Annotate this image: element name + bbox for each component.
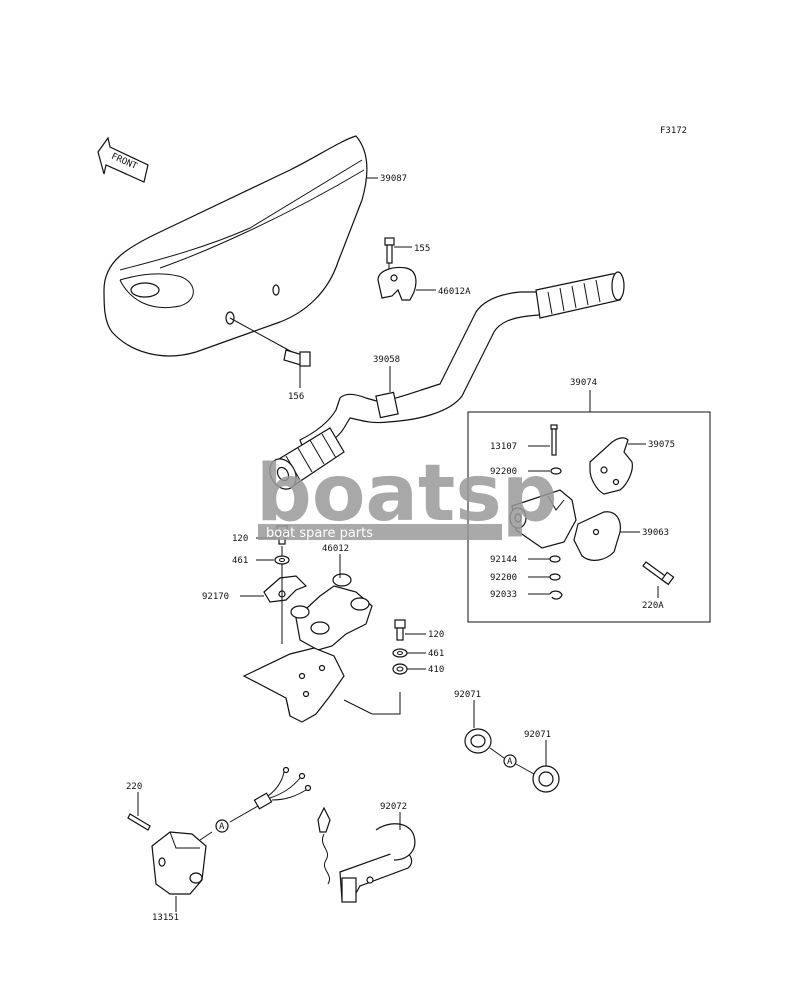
callout-46012: 46012 (322, 544, 349, 554)
diagram-code: F3172 (660, 126, 687, 136)
clip-92033 (549, 590, 563, 600)
ref-a-right: A (507, 757, 513, 767)
screw-220a (642, 561, 675, 586)
washer-461-lower (392, 648, 408, 658)
front-arrow-icon: FRONT (97, 136, 149, 183)
callout-92200-upper: 92200 (490, 467, 517, 477)
ref-a-circle-left (215, 819, 229, 833)
callout-39087: 39087 (380, 174, 407, 184)
callout-220: 220 (126, 782, 142, 792)
holder-46012a (377, 266, 417, 301)
callout-461-upper: 461 (232, 556, 248, 566)
screw-220 (127, 813, 151, 831)
switch-13151 (151, 831, 207, 895)
pin-13107 (550, 424, 558, 456)
callout-92071-right: 92071 (524, 730, 551, 740)
callout-92071-left: 92071 (454, 690, 481, 700)
cover-39063 (573, 511, 621, 561)
spring-92144 (549, 555, 561, 563)
callout-120-lower: 120 (428, 630, 444, 640)
handlebar-pad (103, 135, 368, 357)
callout-92200-lower: 92200 (490, 573, 517, 583)
seal-92071-right (532, 765, 560, 793)
callout-92033: 92033 (490, 590, 517, 600)
callout-92170: 92170 (202, 592, 229, 602)
base-bracket (242, 647, 345, 723)
washer-92200-upper (550, 467, 562, 475)
callout-46012a: 46012A (438, 287, 471, 297)
callout-39075: 39075 (648, 440, 675, 450)
throttle-housing (509, 489, 577, 549)
watermark-logo: boatsp boat spare parts (256, 449, 558, 541)
bolt-156 (229, 317, 311, 367)
callout-410: 410 (428, 665, 444, 675)
callout-92144: 92144 (490, 555, 517, 565)
callout-155: 155 (414, 244, 430, 254)
callout-39058: 39058 (373, 355, 400, 365)
callout-120-upper: 120 (232, 534, 248, 544)
callout-13107: 13107 (490, 442, 517, 452)
callout-92072: 92072 (380, 802, 407, 812)
callout-39063: 39063 (642, 528, 669, 538)
callout-461-lower: 461 (428, 649, 444, 659)
washer-92200-lower (549, 573, 561, 581)
lanyard-92072 (317, 806, 416, 903)
callout-220a: 220A (642, 601, 664, 611)
washer-461-upper (274, 555, 290, 565)
washer-410 (392, 663, 408, 675)
bracket-92170 (263, 575, 308, 603)
callout-156: 156 (288, 392, 304, 402)
handlebar-39058 (269, 271, 625, 490)
bolt-120-lower (394, 619, 406, 641)
bolt-155 (384, 237, 395, 272)
assembly-box-39074 (467, 390, 711, 623)
lever-39075 (589, 437, 633, 495)
callout-39074: 39074 (570, 378, 597, 388)
mount-46012 (290, 573, 373, 651)
ref-a-left: A (219, 822, 225, 832)
watermark-tagline: boat spare parts (266, 526, 373, 541)
seal-92071-left (464, 728, 492, 754)
callout-13151: 13151 (152, 913, 179, 923)
ref-a-circle-right (503, 754, 517, 768)
wire-harness (229, 766, 312, 823)
